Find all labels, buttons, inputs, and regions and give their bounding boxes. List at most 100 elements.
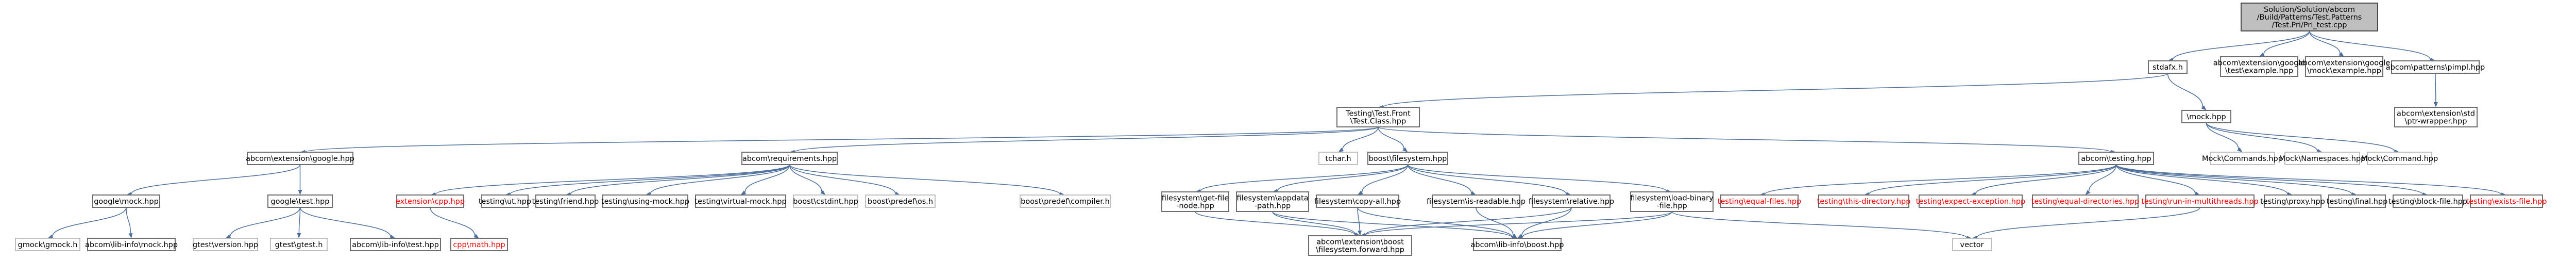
dependency-edge bbox=[1195, 164, 1409, 193]
node-label: \mock\example.hpp bbox=[2307, 67, 2381, 75]
node-box bbox=[1020, 194, 1111, 208]
graph-node-t-block-file[interactable]: testing\block-file.hpp bbox=[2388, 194, 2467, 208]
graph-node-t-this-directory[interactable]: testing\this-directory.hpp bbox=[1817, 194, 1911, 208]
graph-node-testing-virtual-mock[interactable]: testing\virtual-mock.hpp bbox=[694, 194, 787, 208]
dependency-edge bbox=[2309, 30, 2344, 57]
graph-node-lib-boost[interactable]: abcom\lib-info\boost.hpp bbox=[1471, 238, 1564, 251]
node-box bbox=[1952, 238, 1992, 251]
graph-node-fs-load-binary[interactable]: filesystem\load-binary-file.hpp bbox=[1630, 191, 1714, 212]
dependency-edge bbox=[47, 207, 127, 239]
dependency-edge bbox=[1863, 164, 2117, 197]
graph-node-gmock-h[interactable]: gmock\gmock.h bbox=[15, 238, 80, 251]
graph-node-fs-is-readable[interactable]: filesystem\is-readable.hpp bbox=[1427, 194, 1526, 208]
graph-node-fs-appdata[interactable]: filesystem\appdata-path.hpp bbox=[1236, 191, 1309, 212]
node-label: \test\example.hpp bbox=[2225, 67, 2293, 75]
node-box bbox=[1532, 194, 1611, 208]
graph-node-fs-get-file-node[interactable]: filesystem\get-file-node.hpp bbox=[1161, 191, 1229, 212]
edge-arrowhead bbox=[1512, 233, 1517, 238]
graph-node-t-run-in-multithreads[interactable]: testing\run-in-multithreads.hpp bbox=[2141, 194, 2259, 208]
graph-node-requirements[interactable]: abcom\requirements.hpp bbox=[741, 152, 838, 165]
node-box bbox=[1720, 194, 1799, 208]
dependency-edge bbox=[505, 164, 790, 197]
graph-node-gtest-example[interactable]: abcom\extension\google\test\example.hpp bbox=[2213, 56, 2306, 77]
node-box bbox=[2367, 152, 2432, 165]
node-label: filesystem\load-binary bbox=[1630, 194, 1714, 203]
graph-node-fs-relative[interactable]: filesystem\relative.hpp bbox=[1529, 194, 1614, 208]
edge-line bbox=[2115, 164, 2424, 195]
dependency-edge bbox=[2115, 164, 2293, 197]
dependency-edge bbox=[2167, 73, 2207, 110]
node-box bbox=[1630, 191, 1714, 212]
graph-node-stdafx[interactable]: stdafx.h bbox=[2148, 60, 2188, 74]
graph-node-root[interactable]: Solution/Solution/abcom/Build/Patterns/T… bbox=[2241, 3, 2378, 31]
graph-node-t-exists-file[interactable]: testing\exists-file.hpp bbox=[2466, 194, 2547, 208]
graph-node-extension-cpp[interactable]: extension\cpp.hpp bbox=[396, 194, 465, 208]
graph-node-ptr-wrapper[interactable]: abcom\extension\std\ptr-wrapper.hpp bbox=[2394, 107, 2478, 127]
node-label: testing\exists-file.hpp bbox=[2466, 198, 2547, 206]
graph-node-mock-command[interactable]: Mock\Command.hpp bbox=[2361, 152, 2438, 165]
graph-node-filesystem[interactable]: boost\filesystem.hpp bbox=[1367, 152, 1448, 165]
edge-arrowhead bbox=[2201, 105, 2207, 110]
graph-node-t-proxy[interactable]: testing\proxy.hpp bbox=[2260, 194, 2325, 208]
graph-node-google-mock[interactable]: google\mock.hpp bbox=[92, 194, 160, 208]
edge-line bbox=[1521, 207, 1572, 236]
node-box bbox=[793, 194, 858, 208]
node-box bbox=[1316, 194, 1399, 208]
graph-node-google-hpp[interactable]: abcom\extension\google.hpp bbox=[246, 152, 354, 165]
edge-line bbox=[1383, 73, 2168, 108]
graph-node-mock[interactable]: \mock.hpp bbox=[2181, 110, 2231, 123]
graph-node-testfront[interactable]: Testing\Test.Front\Test.Class.hpp bbox=[1336, 107, 1420, 127]
node-label: -node.hpp bbox=[1176, 202, 1214, 210]
graph-node-gmock-example[interactable]: abcom\extension\google\mock\example.hpp bbox=[2298, 56, 2391, 77]
dependency-edge bbox=[1357, 207, 1362, 236]
edge-line bbox=[1868, 164, 2117, 195]
graph-node-gtest-h[interactable]: gtest\gtest.h bbox=[270, 238, 328, 251]
graph-node-vector[interactable]: vector bbox=[1952, 238, 1992, 251]
graph-node-mock-namespaces[interactable]: Mock\Namespaces.hpp bbox=[2279, 152, 2366, 165]
graph-node-t-equal-directories[interactable]: testing\equal-directories.hpp bbox=[2031, 194, 2140, 208]
dependency-edge bbox=[430, 207, 479, 238]
graph-node-cstdint[interactable]: boost\cstdint.hpp bbox=[793, 194, 858, 208]
node-label: tchar.h bbox=[1325, 155, 1351, 163]
node-label: boost\predef\compiler.h bbox=[1021, 198, 1110, 206]
graph-node-gtest-version[interactable]: gtest\version.hpp bbox=[193, 238, 258, 251]
graph-node-testing-friend[interactable]: testing\friend.hpp bbox=[532, 194, 599, 208]
edge-line bbox=[2115, 164, 2502, 195]
dependency-edge bbox=[789, 164, 826, 195]
graph-node-fs-forward[interactable]: abcom\extension\boost\filesystem.forward… bbox=[1308, 235, 1412, 256]
dependency-edge bbox=[1360, 211, 1672, 238]
graph-node-tchar[interactable]: tchar.h bbox=[1318, 152, 1358, 165]
graph-node-google-test[interactable]: google\test.hpp bbox=[267, 194, 333, 208]
dependency-edge bbox=[298, 165, 302, 195]
node-box bbox=[2032, 194, 2139, 208]
node-label: testing\virtual-mock.hpp bbox=[694, 198, 786, 206]
node-box bbox=[1473, 238, 1562, 251]
dependency-edge bbox=[2115, 164, 2357, 197]
graph-node-predef-compiler[interactable]: boost\predef\compiler.h bbox=[1020, 194, 1111, 208]
graph-node-testing-ut[interactable]: testing\ut.hpp bbox=[479, 194, 531, 208]
graph-node-lib-gmock[interactable]: abcom\lib-info\mock.hpp bbox=[85, 238, 178, 251]
edge-line bbox=[2206, 122, 2239, 149]
graph-node-cpp-math[interactable]: cpp\math.hpp bbox=[450, 238, 508, 251]
edge-line bbox=[2088, 164, 2117, 192]
graph-node-lib-gtest[interactable]: abcom\lib-info\test.hpp bbox=[350, 238, 441, 251]
dependency-edge bbox=[430, 164, 790, 197]
graph-node-predef-os[interactable]: boost\predef\os.h bbox=[865, 194, 936, 208]
edge-arrowhead bbox=[740, 190, 747, 195]
dependency-edge bbox=[789, 126, 1379, 154]
edge-line bbox=[1671, 211, 1968, 238]
graph-node-mock-commands[interactable]: Mock\Commands.hpp bbox=[2202, 152, 2283, 165]
graph-node-t-equal-files[interactable]: testing\equal-files.hpp bbox=[1718, 194, 1801, 208]
graph-node-testing-using-mock[interactable]: testing\using-mock.hpp bbox=[601, 194, 689, 208]
node-label: abcom\extension\google bbox=[2213, 59, 2306, 68]
edge-line bbox=[2115, 164, 2288, 194]
edge-line bbox=[1357, 207, 1513, 238]
node-label: \ptr-wrapper.hpp bbox=[2405, 118, 2467, 126]
graph-node-pimpl[interactable]: abcom\patterns\pimpl.hpp bbox=[2386, 60, 2485, 74]
edge-line bbox=[1277, 164, 1409, 191]
dependency-edge bbox=[2206, 122, 2323, 153]
graph-node-t-expect-exception[interactable]: testing\expect-exception.hpp bbox=[1916, 194, 2026, 208]
graph-node-t-final[interactable]: testing\final.hpp bbox=[2327, 194, 2388, 208]
graph-node-testing[interactable]: abcom\testing.hpp bbox=[2078, 152, 2154, 165]
graph-node-fs-copy-all[interactable]: filesystem\copy-all.hpp bbox=[1314, 194, 1401, 208]
